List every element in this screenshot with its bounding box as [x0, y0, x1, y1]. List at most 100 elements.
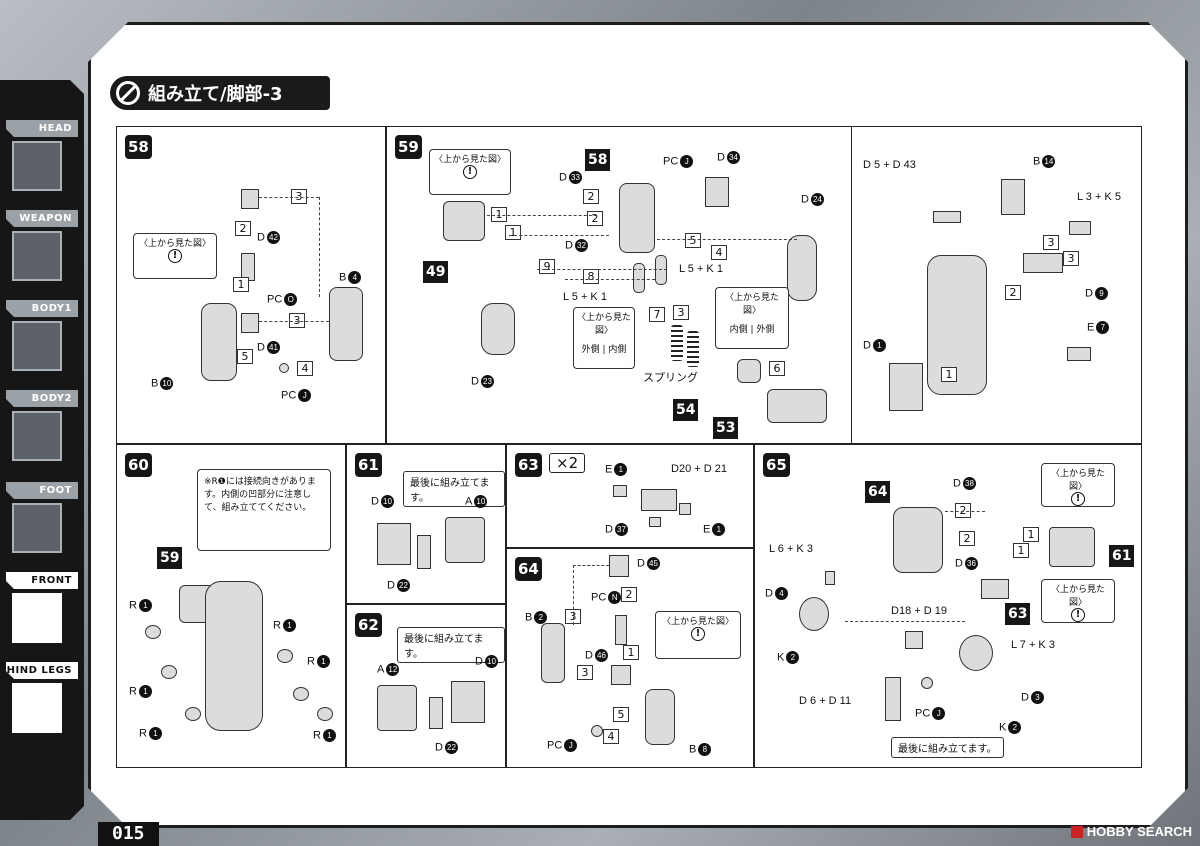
step-number: 58	[125, 135, 152, 159]
part-label-d6d11: D 6 + D 11	[799, 695, 852, 707]
callout-title: 〈上から見た図〉	[724, 293, 779, 316]
part-d46	[611, 665, 631, 685]
part-label-l5k1-right: L 5 + K 1	[679, 263, 723, 275]
sidebar-tab-body2[interactable]: BODY2	[6, 390, 78, 461]
sidebar-tab-foot[interactable]: FOOT	[6, 482, 78, 553]
page-title: 組み立て/脚部-3	[148, 84, 283, 105]
seq-box: 3	[291, 189, 307, 204]
part-d23	[481, 303, 515, 355]
sidebar-tab-label: WEAPON	[6, 210, 78, 227]
seq-box: 2	[621, 587, 637, 602]
seq-box: 3	[673, 305, 689, 320]
step-number: 64	[515, 557, 542, 581]
part-label-d20d21: D20 + D 21	[671, 463, 727, 475]
sidebar-tab-hind-legs[interactable]: HIND LEGS	[6, 662, 78, 733]
page-number: 015	[98, 822, 159, 846]
caution-icon: !	[1071, 492, 1085, 506]
part-r1	[293, 687, 309, 701]
sidebar-tab-weapon[interactable]: WEAPON	[6, 210, 78, 281]
seq-box: 6	[769, 361, 785, 376]
seq-box: 2	[587, 211, 603, 226]
part-label-l7k3: L 7 + K 3	[1011, 639, 1055, 651]
sub-assembly-61: 61	[1109, 545, 1135, 567]
part-label-l5k1-left: L 5 + K 1	[563, 291, 607, 303]
caution-icon: !	[463, 165, 477, 179]
sub-assembly-63: 63	[1005, 603, 1031, 625]
step-number: 63	[515, 453, 542, 477]
seq-box: 1	[505, 225, 521, 240]
sidebar-tab-label: BODY2	[6, 390, 78, 407]
callout-title: 〈上から見た図〉	[1050, 585, 1105, 608]
part-d5d43	[933, 211, 961, 223]
step-60-panel: 60 ※R❶には接続向きがあります。内側の凹部分に注意して、組み立ててください。…	[116, 444, 346, 768]
part-l5k1-b	[655, 255, 667, 285]
body1-thumbnail-icon	[12, 321, 62, 371]
sidebar-tab-head[interactable]: HEAD	[6, 120, 78, 191]
part-pcj	[279, 363, 289, 373]
seq-box: 8	[583, 269, 599, 284]
seq-box: 2	[583, 189, 599, 204]
callout-title: 〈上から見た図〉	[661, 617, 734, 627]
part-49-claw	[443, 201, 485, 241]
part-d41	[241, 313, 259, 333]
part-label-d18d19: D18 + D 19	[891, 605, 947, 617]
part-r1	[145, 625, 161, 639]
part-d37	[649, 517, 661, 527]
part-b8	[645, 689, 675, 745]
part-61-claw	[1049, 527, 1095, 567]
sidebar-tab-front-legs[interactable]: FRONT LEGS	[6, 572, 78, 643]
seq-box: 5	[613, 707, 629, 722]
seq-box: 4	[297, 361, 313, 376]
step-65-panel: 65 64 61 63 2 2 1 1 〈上から見た図〉 ! 〈上から見た図〉 …	[754, 444, 1142, 768]
seq-box: 1	[233, 277, 249, 292]
part-b10	[201, 303, 237, 381]
seq-box: 3	[1043, 235, 1059, 250]
sub-assembly-59: 59	[157, 547, 183, 569]
part-l6k3	[825, 571, 835, 585]
step-number: 65	[763, 453, 790, 477]
foot-thumbnail-icon	[12, 503, 62, 553]
top-view-callout: 〈上から見た図〉 !	[1041, 463, 1115, 507]
part-leg-assembly	[927, 255, 987, 395]
part-d45	[609, 555, 629, 577]
top-view-callout: 〈上から見た図〉 !	[133, 233, 217, 279]
part-b2	[541, 623, 565, 683]
caution-icon: !	[691, 627, 705, 641]
part-63	[981, 579, 1009, 599]
seq-box: 4	[711, 245, 727, 260]
spring-label: スプリング	[643, 372, 698, 384]
part-54	[737, 359, 761, 383]
spring-a	[671, 325, 683, 361]
sidebar-tab-label: FRONT LEGS	[6, 572, 78, 589]
sidebar-tab-body1[interactable]: BODY1	[6, 300, 78, 371]
callout-title: 〈上から見た図〉	[1050, 469, 1105, 492]
part-d20d21	[641, 489, 677, 511]
section-sidebar: HEAD WEAPON BODY1 BODY2 FOOT FRONT LEGS …	[0, 80, 84, 820]
